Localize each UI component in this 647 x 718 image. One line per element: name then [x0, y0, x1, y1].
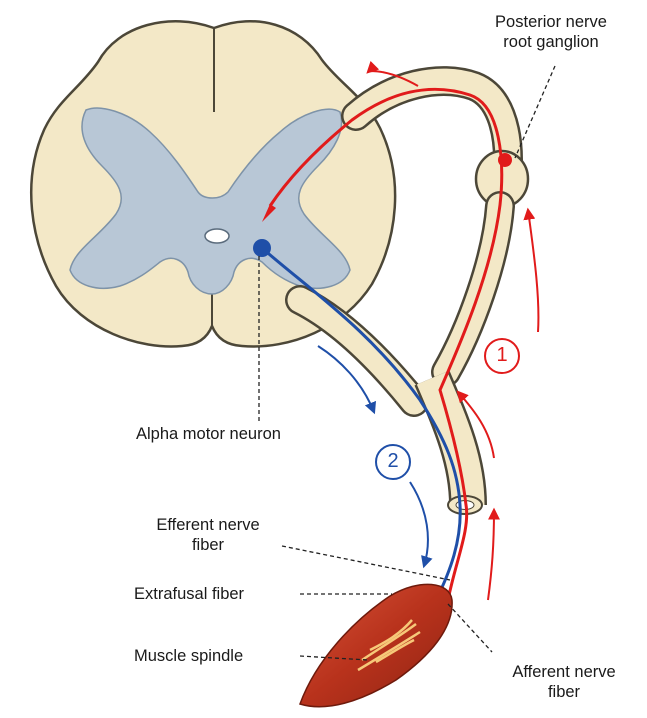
alpha-motor-neuron: [253, 239, 271, 257]
posterior-ganglion-label-line1: Posterior nerve: [456, 12, 646, 32]
posterior-ganglion-label-line2: root ganglion: [456, 32, 646, 52]
efferent-fiber-label: Efferent nerve fiber: [118, 515, 298, 555]
afferent-fiber-label-line1: Afferent nerve: [484, 662, 644, 682]
posterior-ganglion-label: Posterior nerve root ganglion: [456, 12, 646, 52]
pathway-1-number: 1: [491, 345, 513, 365]
afferent-fiber-label: Afferent nerve fiber: [484, 662, 644, 702]
muscle: [300, 584, 452, 706]
alpha-motor-neuron-label: Alpha motor neuron: [136, 424, 281, 444]
afferent-fiber-label-line2: fiber: [484, 682, 644, 702]
extrafusal-fiber-label: Extrafusal fiber: [134, 584, 244, 604]
spinal-cord-section: [31, 21, 395, 346]
central-canal: [205, 229, 229, 243]
pathway-2-number: 2: [382, 451, 404, 471]
efferent-fiber-label-line2: fiber: [118, 535, 298, 555]
muscle-spindle-label: Muscle spindle: [134, 646, 243, 666]
efferent-fiber-label-line1: Efferent nerve: [118, 515, 298, 535]
ganglion-cell-body: [498, 153, 512, 167]
